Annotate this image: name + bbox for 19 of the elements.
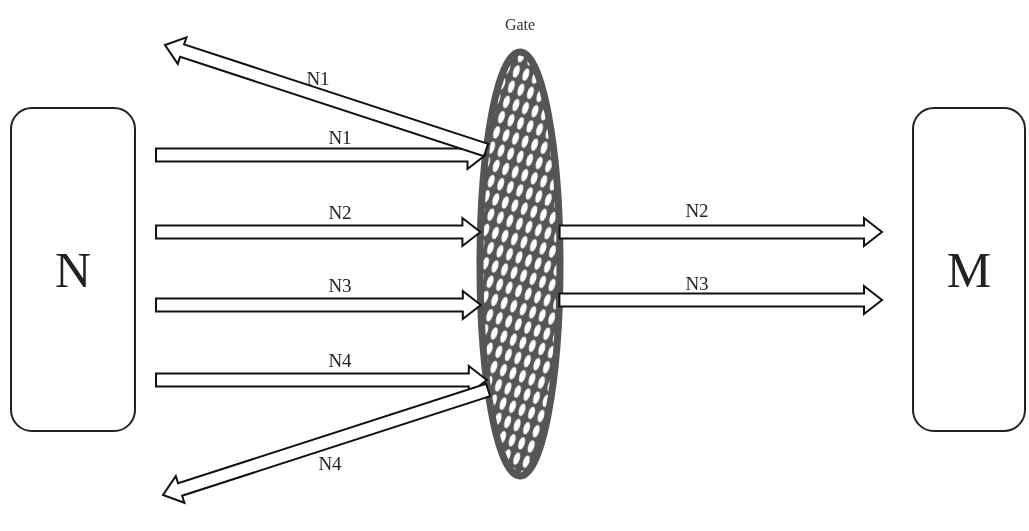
block-arrow [558,215,884,249]
block-arrow [163,35,490,158]
edge-label: N1 [328,127,352,147]
block-arrow [155,215,483,249]
block-arrow [558,283,884,317]
node-label: N [54,244,92,295]
edge-label: N1 [306,68,330,88]
edge-label: N4 [318,453,342,473]
node-label: M [946,244,992,295]
edge-label: N2 [685,200,709,220]
rounded-box [10,107,136,432]
edge-label: N3 [685,273,709,293]
edge-label: N2 [328,202,352,222]
edge-label: N3 [328,275,352,295]
gate-label: Gate [503,16,537,34]
block-arrow [161,382,492,505]
rounded-box [912,107,1026,432]
block-arrow [155,288,483,322]
edge-label: N4 [328,350,352,370]
